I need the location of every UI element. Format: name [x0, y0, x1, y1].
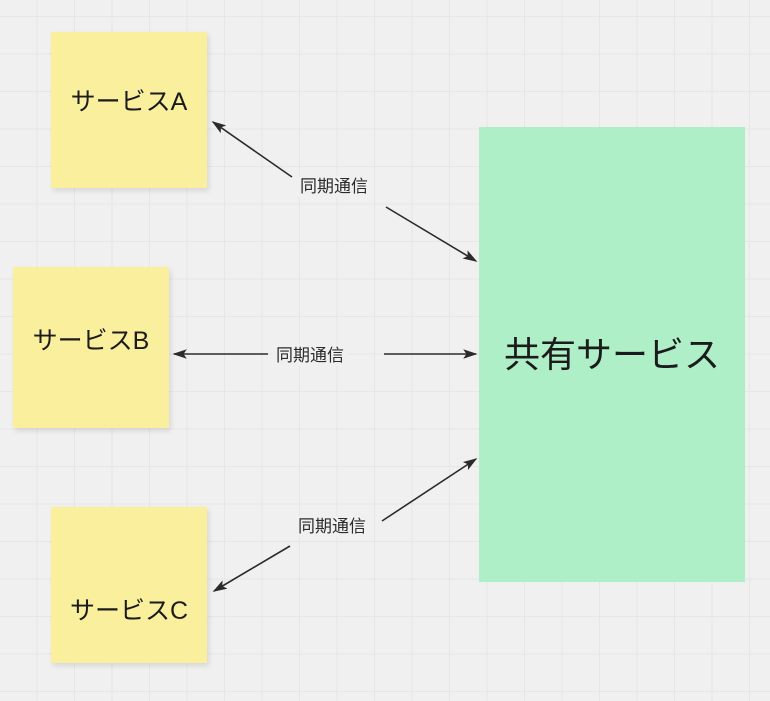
node-service-b-label: サービスB [32, 327, 150, 355]
node-shared-service-label: 共有サービス [503, 333, 720, 375]
node-service-b[interactable]: サービスB [13, 267, 169, 428]
node-shared-service[interactable]: 共有サービス [479, 127, 745, 582]
edge-service-b-label: 同期通信 [272, 345, 348, 366]
node-service-c[interactable]: サービスC [51, 507, 207, 663]
node-service-a-label: サービスA [70, 87, 188, 116]
node-service-a[interactable]: サービスA [51, 32, 207, 188]
edge-service-c-label: 同期通信 [294, 516, 370, 537]
node-service-c-label: サービスC [69, 596, 189, 625]
edge-service-a-label: 同期通信 [296, 176, 372, 197]
